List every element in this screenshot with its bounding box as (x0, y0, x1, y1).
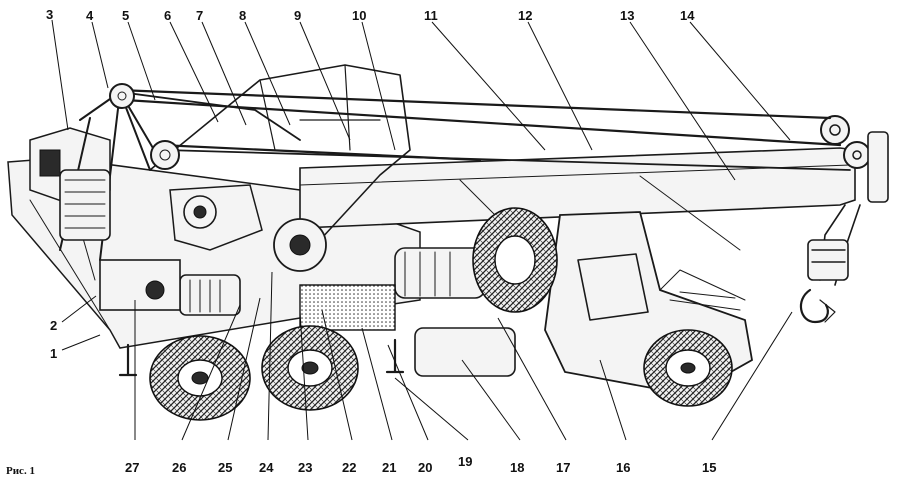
tip-sheave (843, 141, 871, 169)
fuel-tank (414, 327, 516, 377)
callout-15: 15 (702, 460, 716, 475)
crane-drawing (7, 64, 889, 421)
winch-gear (169, 184, 263, 251)
callout-19: 19 (458, 454, 472, 469)
callout-27: 27 (125, 460, 139, 475)
callout-numbers: 3 4 5 6 7 8 9 10 11 12 13 14 2 1 27 26 2… (46, 7, 716, 475)
callout-1: 1 (50, 346, 57, 361)
callout-10: 10 (352, 8, 366, 23)
callout-25: 25 (218, 460, 232, 475)
callout-3: 3 (46, 7, 53, 22)
callout-9: 9 (294, 8, 301, 23)
callout-23: 23 (298, 460, 312, 475)
callout-12: 12 (518, 8, 532, 23)
callout-26: 26 (172, 460, 186, 475)
reducer (99, 259, 181, 311)
outrigger-front (385, 338, 405, 374)
leader-lines (51, 19, 793, 441)
head-sheave (820, 115, 850, 145)
callout-21: 21 (382, 460, 396, 475)
callout-24: 24 (259, 460, 274, 475)
callout-20: 20 (418, 460, 432, 475)
mast-sheave (150, 140, 180, 170)
callout-5: 5 (122, 8, 129, 23)
figure-caption: Рис. 1 (6, 465, 35, 477)
rear-wheel-right (261, 325, 359, 411)
generator (394, 247, 486, 299)
control-panel (299, 284, 396, 331)
front-wheel (643, 329, 733, 407)
callout-11: 11 (424, 8, 438, 23)
callout-6: 6 (164, 8, 171, 23)
rope-lower (119, 91, 851, 171)
callout-7: 7 (196, 8, 203, 23)
upper-sheave (109, 83, 135, 109)
callout-4: 4 (86, 8, 94, 23)
cab-window (577, 253, 649, 321)
callout-13: 13 (620, 8, 634, 23)
callout-17: 17 (556, 460, 570, 475)
callout-18: 18 (510, 460, 524, 475)
outrigger-rear (118, 343, 138, 377)
rope-upper (116, 88, 842, 162)
callout-8: 8 (239, 8, 246, 23)
callout-16: 16 (616, 460, 630, 475)
spare-wheel (472, 207, 558, 313)
callout-14: 14 (680, 8, 695, 23)
rear-wheel-left (149, 335, 251, 421)
callout-2: 2 (50, 318, 57, 333)
winch-drum (59, 169, 111, 241)
callout-22: 22 (342, 460, 356, 475)
hook (799, 288, 829, 324)
